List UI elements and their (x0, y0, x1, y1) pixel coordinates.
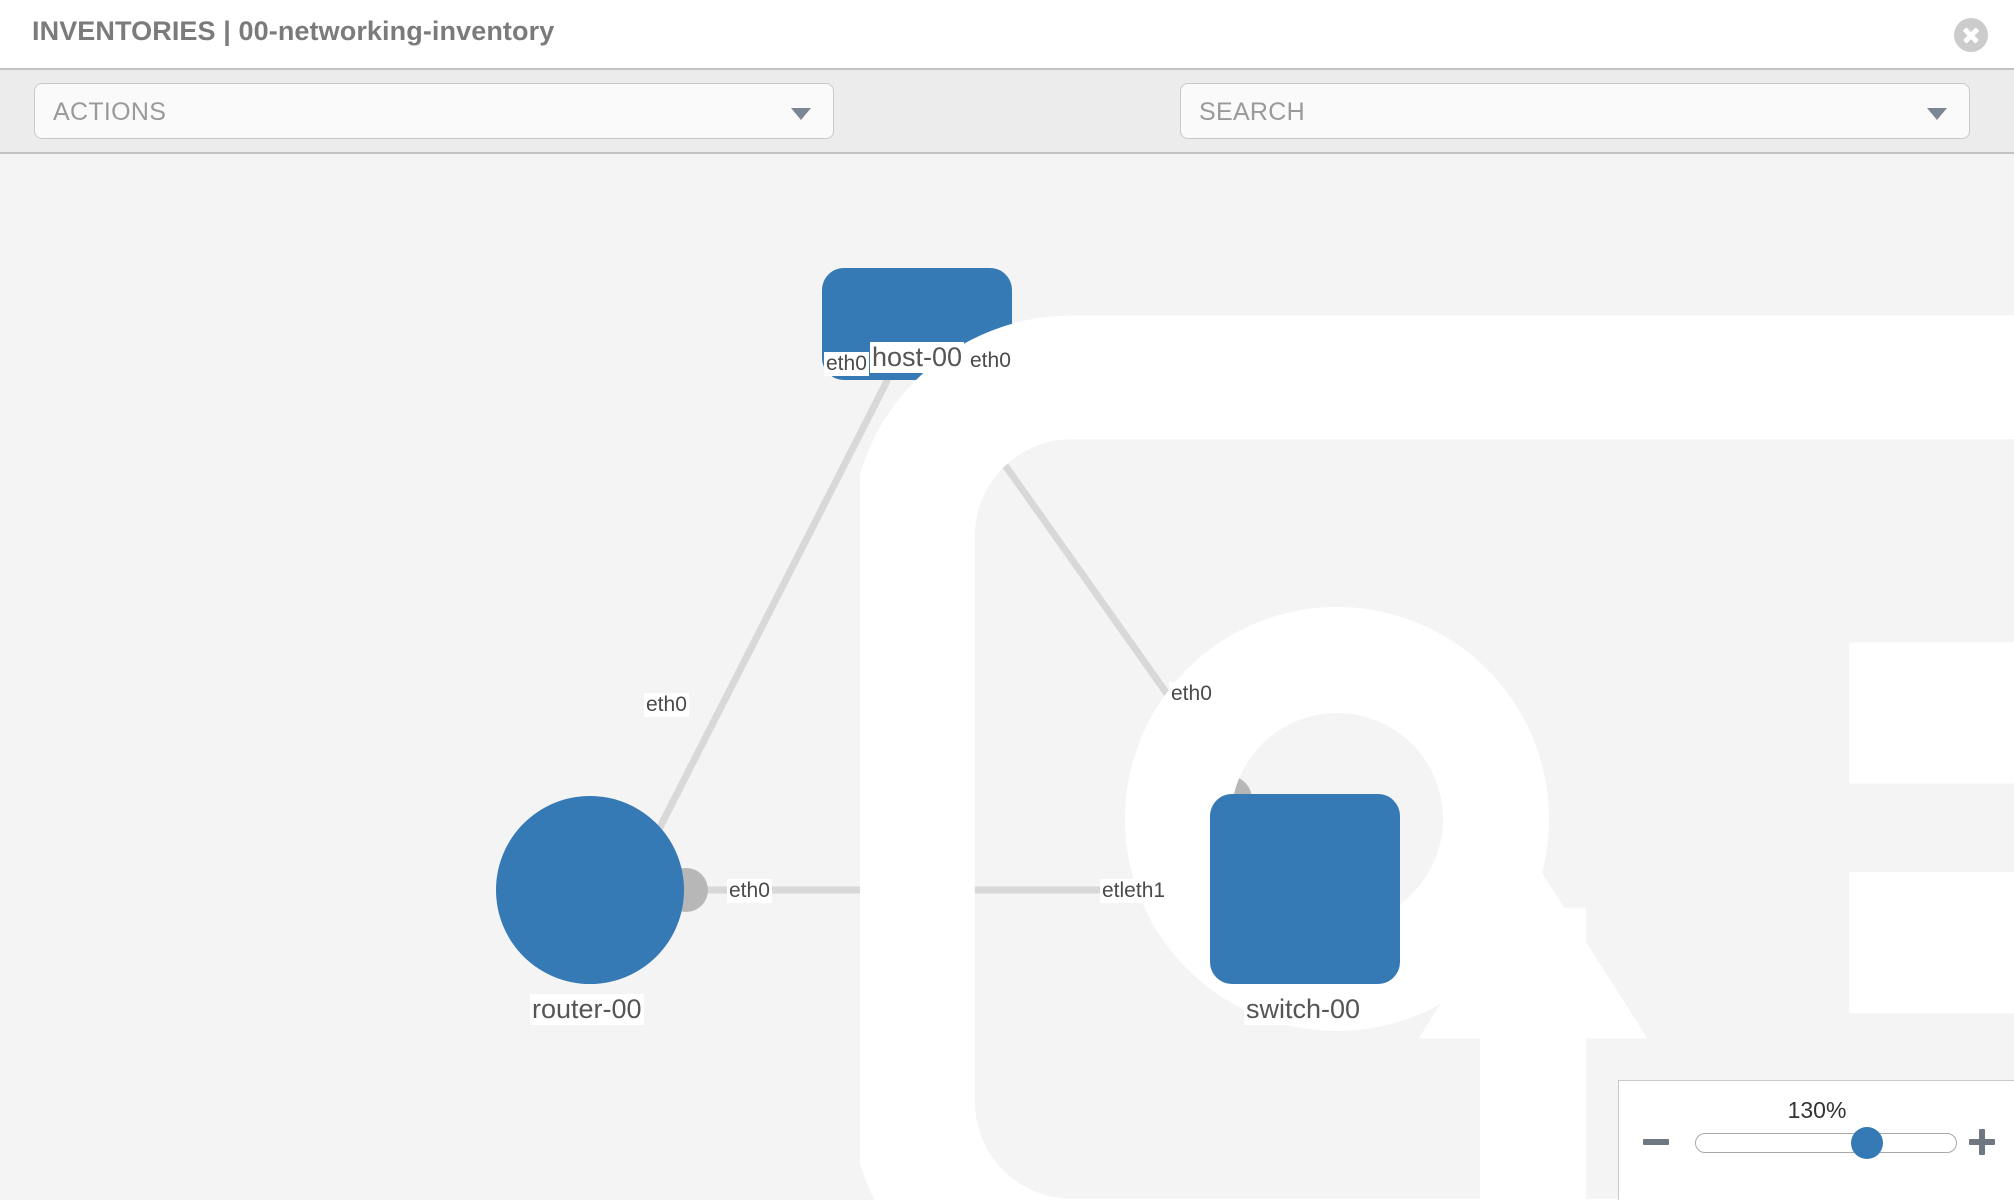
topology-canvas[interactable]: host-00 router-00 (0, 154, 2014, 1200)
node-host-00-label: host-00 (870, 342, 965, 374)
actions-dropdown-label: ACTIONS (53, 98, 167, 126)
zoom-slider-track[interactable] (1695, 1133, 1957, 1153)
zoom-out-button[interactable] (1641, 1125, 1675, 1159)
link-label-router-up: eth0 (644, 693, 689, 718)
link-label-router-right: eth0 (727, 879, 772, 904)
link-label-switch-up: eth0 (1169, 682, 1214, 707)
zoom-level-value: 130% (1787, 1097, 1847, 1123)
zoom-control-panel: 130% (1618, 1080, 2014, 1200)
node-router-00-label: router-00 (530, 994, 644, 1026)
router-arrows-icon (1418, 858, 1648, 1200)
window-titlebar: INVENTORIES | 00-networking-inventory (0, 0, 2014, 68)
actions-dropdown[interactable]: ACTIONS (34, 83, 834, 139)
search-input-value: SEARCH (1199, 98, 1305, 126)
link-label-host-left: eth0 (824, 352, 869, 377)
node-switch-00-shape (1210, 794, 1400, 984)
link-label-switch-left: etleth1 (1100, 879, 1168, 904)
zoom-slider-thumb[interactable] (1851, 1127, 1883, 1159)
node-switch-00-label: switch-00 (1244, 994, 1363, 1026)
close-icon[interactable] (1954, 18, 1988, 52)
node-host-00[interactable] (822, 268, 2014, 1200)
link-label-host-right: eth0 (968, 349, 1013, 374)
link-host-router (624, 377, 892, 892)
chevron-down-icon (791, 108, 811, 120)
search-input[interactable]: SEARCH (1180, 83, 1970, 139)
toolbar: ACTIONS SEARCH (0, 68, 2014, 200)
server-icon (860, 315, 2014, 1200)
node-switch-00[interactable] (1210, 794, 2014, 1200)
chevron-down-icon (1927, 108, 1947, 120)
node-router-00-shape (496, 796, 684, 984)
page-title: INVENTORIES | 00-networking-inventory (32, 16, 555, 46)
zoom-in-button[interactable] (1967, 1125, 2001, 1159)
node-router-00[interactable] (496, 796, 1648, 1200)
